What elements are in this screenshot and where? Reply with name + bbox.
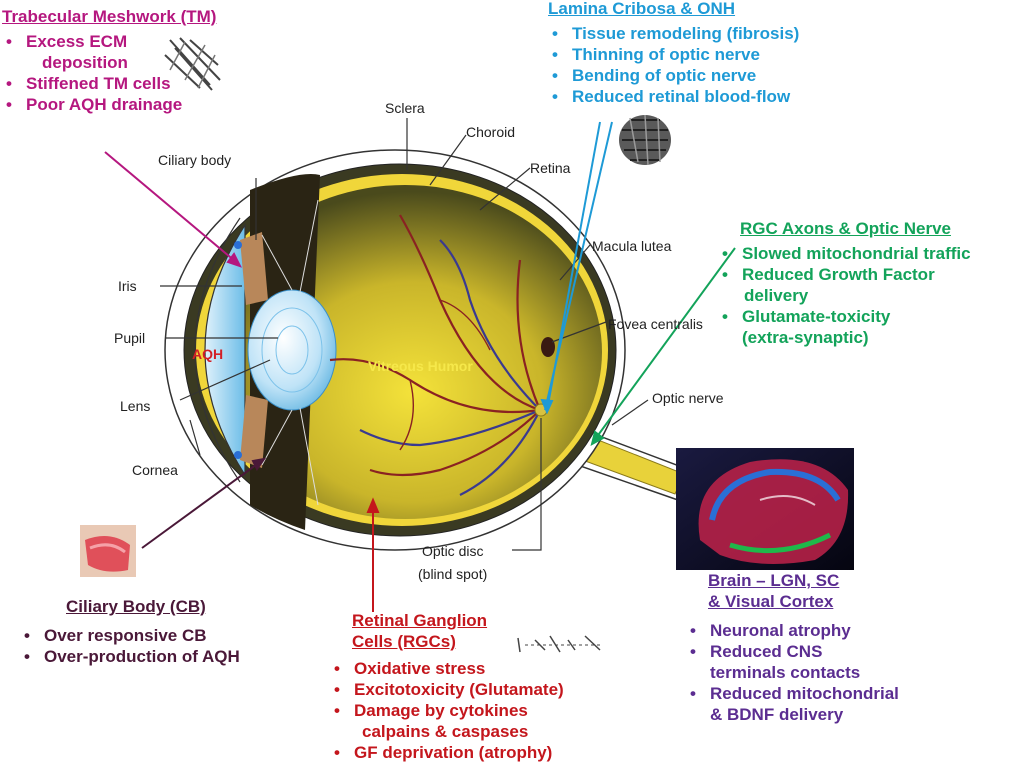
brain-item: & BDNF delivery [686, 704, 899, 725]
rgc-block: Retinal Ganglion Cells (RGCs) Oxidative … [330, 610, 564, 763]
brain-block: Brain – LGN, SC & Visual Cortex Neuronal… [686, 570, 899, 725]
rgc-item: calpains & caspases [330, 721, 564, 742]
brain-item: Reduced CNS [686, 641, 899, 662]
lamina-item: Reduced retinal blood-flow [548, 86, 799, 107]
label-optic-nerve: Optic nerve [652, 390, 724, 406]
brain-title-line1: Brain – LGN, SC [708, 570, 899, 591]
brain-item: Reduced mitochondrial [686, 683, 899, 704]
rgc-axon-title: RGC Axons & Optic Nerve [740, 218, 971, 239]
label-vitreous: Vitreous Humor [368, 358, 473, 374]
cb-title: Ciliary Body (CB) [66, 596, 240, 617]
tm-item: Poor AQH drainage [2, 94, 216, 115]
label-iris: Iris [118, 278, 137, 294]
label-lens: Lens [120, 398, 150, 414]
brain-image [676, 448, 854, 570]
label-macula: Macula lutea [592, 238, 671, 254]
tm-arrow [105, 152, 240, 266]
lamina-title: Lamina Cribosa & ONH [548, 0, 799, 19]
rgc-item: GF deprivation (atrophy) [330, 742, 564, 763]
label-pupil: Pupil [114, 330, 145, 346]
cb-item: Over responsive CB [20, 625, 240, 646]
lamina-thumbnail [619, 115, 671, 165]
rgc-title-line2: Cells (RGCs) [352, 631, 564, 652]
brain-item: Neuronal atrophy [686, 620, 899, 641]
label-optic-disc: Optic disc [422, 543, 483, 559]
rgc-item: Excitotoxicity (Glutamate) [330, 679, 564, 700]
rgc-axon-item: Reduced Growth Factor [718, 264, 971, 285]
label-sclera: Sclera [385, 100, 425, 116]
rgc-axon-item: Slowed mitochondrial traffic [718, 243, 971, 264]
brain-title-line2: & Visual Cortex [708, 591, 899, 612]
brain-item: terminals contacts [686, 662, 899, 683]
cb-item: Over-production of AQH [20, 646, 240, 667]
label-choroid: Choroid [466, 124, 515, 140]
tm-item: deposition [2, 52, 216, 73]
label-ciliary-body: Ciliary body [158, 152, 231, 168]
macula-spot [541, 337, 555, 357]
label-cornea: Cornea [132, 462, 178, 478]
cb-block: Ciliary Body (CB) Over responsive CB Ove… [20, 596, 240, 667]
lamina-block: Lamina Cribosa & ONH Tissue remodeling (… [548, 0, 799, 107]
lamina-item: Thinning of optic nerve [548, 44, 799, 65]
label-aqh: AQH [192, 346, 223, 362]
label-retina: Retina [530, 160, 570, 176]
rgc-item: Damage by cytokines [330, 700, 564, 721]
tm-item: Excess ECM [2, 31, 216, 52]
rgc-axon-item: Glutamate-toxicity [718, 306, 971, 327]
tm-title: Trabecular Meshwork (TM) [2, 6, 216, 27]
label-blind-spot: (blind spot) [418, 566, 487, 582]
rgc-axon-item: (extra-synaptic) [718, 327, 971, 348]
rgc-axon-block: RGC Axons & Optic Nerve Slowed mitochond… [718, 218, 971, 348]
rgc-axon-item: delivery [718, 285, 971, 306]
rgc-item: Oxidative stress [330, 658, 564, 679]
lamina-item: Tissue remodeling (fibrosis) [548, 23, 799, 44]
tm-item: Stiffened TM cells [2, 73, 216, 94]
cb-thumbnail [80, 525, 136, 577]
rgc-title-line1: Retinal Ganglion [352, 610, 564, 631]
tm-block: Trabecular Meshwork (TM) Excess ECM depo… [2, 6, 216, 115]
lamina-item: Bending of optic nerve [548, 65, 799, 86]
label-fovea: Fovea centralis [608, 316, 703, 332]
